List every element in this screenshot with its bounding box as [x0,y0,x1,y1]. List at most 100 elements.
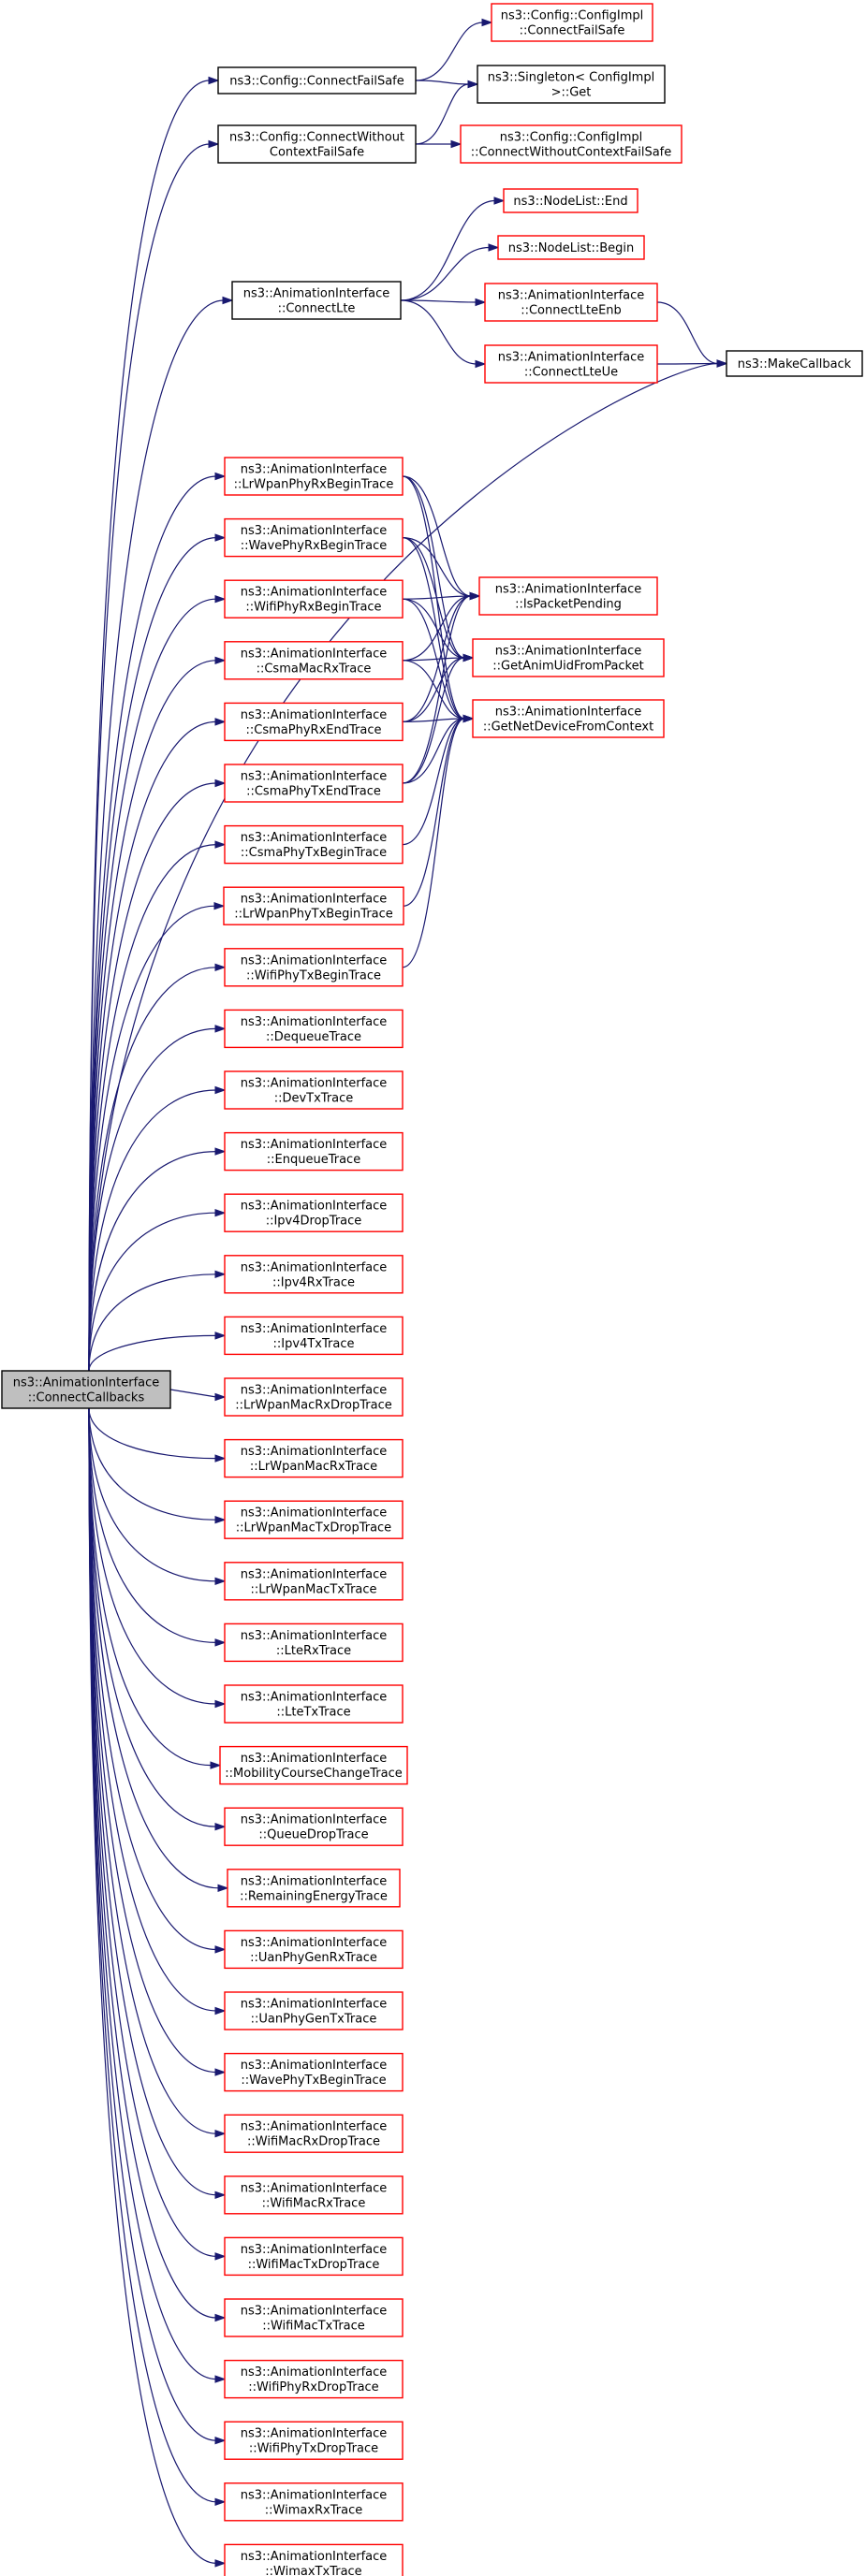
node-wifi_rxbegin[interactable]: ns3::AnimationInterface::WifiPhyRxBeginT… [224,579,404,619]
node-label-line: ns3::AnimationInterface [241,1936,388,1950]
node-label-line: ns3::Config::ConnectWithout [229,131,404,145]
node-label-line: ns3::AnimationInterface [498,351,645,365]
node-devtx[interactable]: ns3::AnimationInterface::DevTxTrace [224,1070,404,1110]
node-lrwpan_txbegin[interactable]: ns3::AnimationInterface::LrWpanPhyTxBegi… [223,886,404,925]
node-wifi_mactx[interactable]: ns3::AnimationInterface::WifiMacTxTrace [224,2298,404,2337]
node-lte_ue[interactable]: ns3::AnimationInterface::ConnectLteUe [484,344,658,384]
node-nl_end[interactable]: ns3::NodeList::End [503,188,638,213]
node-ipv4drop[interactable]: ns3::AnimationInterface::Ipv4DropTrace [224,1193,404,1232]
node-wave_rxbegin[interactable]: ns3::AnimationInterface::WavePhyRxBeginT… [224,517,404,558]
node-label-line: ns3::AnimationInterface [241,1322,388,1336]
node-wifi_phytxdrop[interactable]: ns3::AnimationInterface::WifiPhyTxDropTr… [224,2421,404,2460]
edge-root-to-wifi_macrx [88,1407,227,2200]
node-cfg_cfs[interactable]: ns3::Config::ConnectFailSafe [217,66,417,95]
node-netdev[interactable]: ns3::AnimationInterface::GetNetDeviceFro… [472,699,665,738]
node-ltetx[interactable]: ns3::AnimationInterface::LteTxTrace [224,1684,404,1724]
node-csma_txbegin[interactable]: ns3::AnimationInterface::CsmaPhyTxBeginT… [224,824,404,865]
edge-root-to-csma_txbegin [88,840,227,1372]
edge-root-to-ipv4tx [88,1332,227,1372]
node-csma_rxend[interactable]: ns3::AnimationInterface::CsmaPhyRxEndTra… [224,702,404,742]
node-label-line: ns3::AnimationInterface [241,1015,388,1029]
edge-root-to-lrwpan_macrx [88,1407,227,1463]
node-label-line: ::ConnectLteEnb [521,304,622,318]
edge-root-to-wifi_macrxdrop [88,1407,227,2138]
node-label-line: ::WimaxTxTrace [265,2565,361,2576]
node-label-line: ns3::AnimationInterface [241,1506,388,1521]
node-singleton[interactable]: ns3::Singleton< ConfigImpl >::Get [477,65,666,104]
node-lrwpan_rxbegin[interactable]: ns3::AnimationInterface::LrWpanPhyRxBegi… [224,457,404,496]
edge-root-to-connectlte [88,296,234,1372]
node-energy[interactable]: ns3::AnimationInterface::RemainingEnergy… [227,1869,401,1908]
edge-root-to-csma_macrx [88,656,227,1372]
node-dequeue[interactable]: ns3::AnimationInterface::DequeueTrace [224,1009,404,1049]
edge-root-to-wifi_mactx [88,1407,227,2322]
node-wimax_rx[interactable]: ns3::AnimationInterface::WimaxRxTrace [224,2482,404,2522]
node-label-line: ::Ipv4TxTrace [273,1337,355,1351]
node-uan_tx[interactable]: ns3::AnimationInterface::UanPhyGenTxTrac… [224,1991,404,2030]
node-label-line: ::UanPhyGenTxTrace [251,2013,377,2027]
node-label-line: ::CsmaPhyRxEndTrace [246,723,382,737]
node-label-line: ns3::AnimationInterface [241,1384,388,1398]
node-csma_txend[interactable]: ns3::AnimationInterface::CsmaPhyTxEndTra… [224,764,404,803]
edge-root-to-wave_rxbegin [88,533,227,1372]
node-label-line: ns3::Singleton< ConfigImpl [488,71,654,85]
node-label-line: ns3::AnimationInterface [241,647,388,661]
node-csma_macrx[interactable]: ns3::AnimationInterface::CsmaMacRxTrace [224,641,404,680]
node-label-line: ns3::AnimationInterface [241,1567,388,1581]
node-enqueue[interactable]: ns3::AnimationInterface::EnqueueTrace [224,1131,404,1172]
node-label-line: ContextFailSafe [270,146,364,160]
node-label-line: >::Get [551,86,592,100]
node-lrwpan_macrxdrop[interactable]: ns3::AnimationInterface::LrWpanMacRxDrop… [224,1377,404,1417]
node-impl_cwcfs[interactable]: ns3::Config::ConfigImpl::ConnectWithoutC… [460,124,683,164]
node-label-line: ns3::AnimationInterface [241,1445,388,1459]
node-label-line: ::LrWpanMacTxTrace [250,1582,376,1596]
node-pending[interactable]: ns3::AnimationInterface::IsPacketPending [478,576,658,616]
node-wifi_macrxdrop[interactable]: ns3::AnimationInterface::WifiMacRxDropTr… [224,2114,404,2153]
node-lrwpan_macrx[interactable]: ns3::AnimationInterface::LrWpanMacRxTrac… [224,1438,404,1478]
edge-connectlte-to-nl_end [400,196,506,301]
node-connectlte[interactable]: ns3::AnimationInterface::ConnectLte [231,281,402,320]
edge-root-to-ipv4drop [88,1208,227,1372]
node-label-line: ns3::AnimationInterface [495,706,642,720]
edge-root-to-cfg_cwcfs [88,139,220,1372]
edge-csma_txend-to-pending [402,591,481,784]
node-label-line: ns3::AnimationInterface [498,289,645,303]
edge-root-to-makecb [88,359,728,1372]
node-label-line: ns3::AnimationInterface [241,831,388,845]
node-mobility[interactable]: ns3::AnimationInterface::MobilityCourseC… [219,1745,408,1785]
node-wifi_mactxdrop[interactable]: ns3::AnimationInterface::WifiMacTxDropTr… [224,2236,404,2277]
node-wimax_tx[interactable]: ns3::AnimationInterface::WimaxTxTrace [224,2543,404,2576]
edge-root-to-ipv4rx [88,1270,227,1372]
node-uid[interactable]: ns3::AnimationInterface::GetAnimUidFromP… [472,638,665,677]
node-label-line: ns3::NodeList::End [513,195,627,209]
node-label-line: ::Ipv4DropTrace [266,1215,362,1229]
node-label-line: ::QueueDropTrace [258,1828,368,1842]
node-label-line: ::WavePhyRxBeginTrace [241,539,387,553]
node-nl_begin[interactable]: ns3::NodeList::Begin [497,235,645,260]
node-wifi_txbegin[interactable]: ns3::AnimationInterface::WifiPhyTxBeginT… [224,948,404,987]
node-label-line: ::WavePhyTxBeginTrace [241,2074,386,2088]
node-uan_rx[interactable]: ns3::AnimationInterface::UanPhyGenRxTrac… [224,1929,404,1970]
edge-csma_txend-to-uid [402,653,475,784]
node-wifi_phyrxdrop[interactable]: ns3::AnimationInterface::WifiPhyRxDropTr… [224,2359,404,2399]
node-lrwpan_mactxdrop[interactable]: ns3::AnimationInterface::LrWpanMacTxDrop… [224,1500,404,1539]
node-label-line: ::RemainingEnergyTrace [240,1889,388,1903]
node-label-line: ::CsmaPhyTxEndTrace [246,785,381,799]
edge-root-to-csma_txend [88,779,227,1372]
node-ipv4rx[interactable]: ns3::AnimationInterface::Ipv4RxTrace [224,1255,404,1294]
node-makecb[interactable]: ns3::MakeCallback [726,350,863,377]
node-cfg_cwcfs[interactable]: ns3::Config::ConnectWithoutContextFailSa… [217,124,417,164]
node-impl_cfs[interactable]: ns3::Config::ConfigImpl::ConnectFailSafe [491,3,653,42]
node-lte_enb[interactable]: ns3::AnimationInterface::ConnectLteEnb [484,283,658,322]
node-wifi_macrx[interactable]: ns3::AnimationInterface::WifiMacRxTrace [224,2176,404,2215]
edge-root-to-mobility [88,1407,222,1769]
edge-root-to-ltetx [88,1407,227,1709]
node-label-line: ::LrWpanMacTxDropTrace [236,1521,391,1535]
node-ipv4tx[interactable]: ns3::AnimationInterface::Ipv4TxTrace [224,1316,404,1356]
node-wave_txbegin[interactable]: ns3::AnimationInterface::WavePhyTxBeginT… [224,2052,404,2092]
edge-lrwpan_txbegin-to-netdev [403,714,475,907]
node-lterx[interactable]: ns3::AnimationInterface::LteRxTrace [224,1623,404,1663]
node-lrwpan_mactx[interactable]: ns3::AnimationInterface::LrWpanMacTxTrac… [224,1562,404,1601]
node-queuedrop[interactable]: ns3::AnimationInterface::QueueDropTrace [224,1807,404,1846]
edge-root-to-wave_txbegin [88,1407,227,2076]
